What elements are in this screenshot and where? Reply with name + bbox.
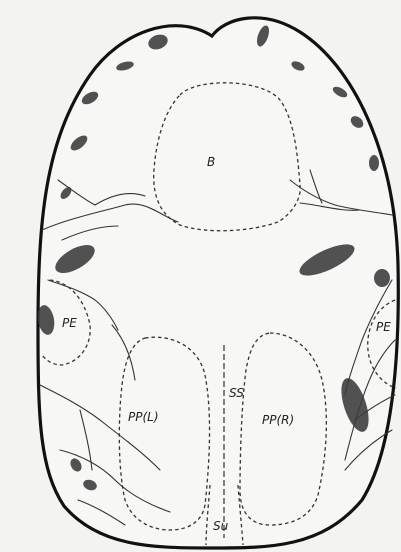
label-pp-right: PP(R) bbox=[262, 413, 294, 427]
label-pp-left: PP(L) bbox=[128, 410, 159, 424]
label-b: B bbox=[207, 155, 215, 169]
label-su: Su bbox=[213, 519, 229, 533]
label-ss: SS bbox=[229, 386, 244, 400]
label-pe-left: PE bbox=[62, 316, 77, 330]
label-pe-right: PE bbox=[376, 320, 391, 334]
